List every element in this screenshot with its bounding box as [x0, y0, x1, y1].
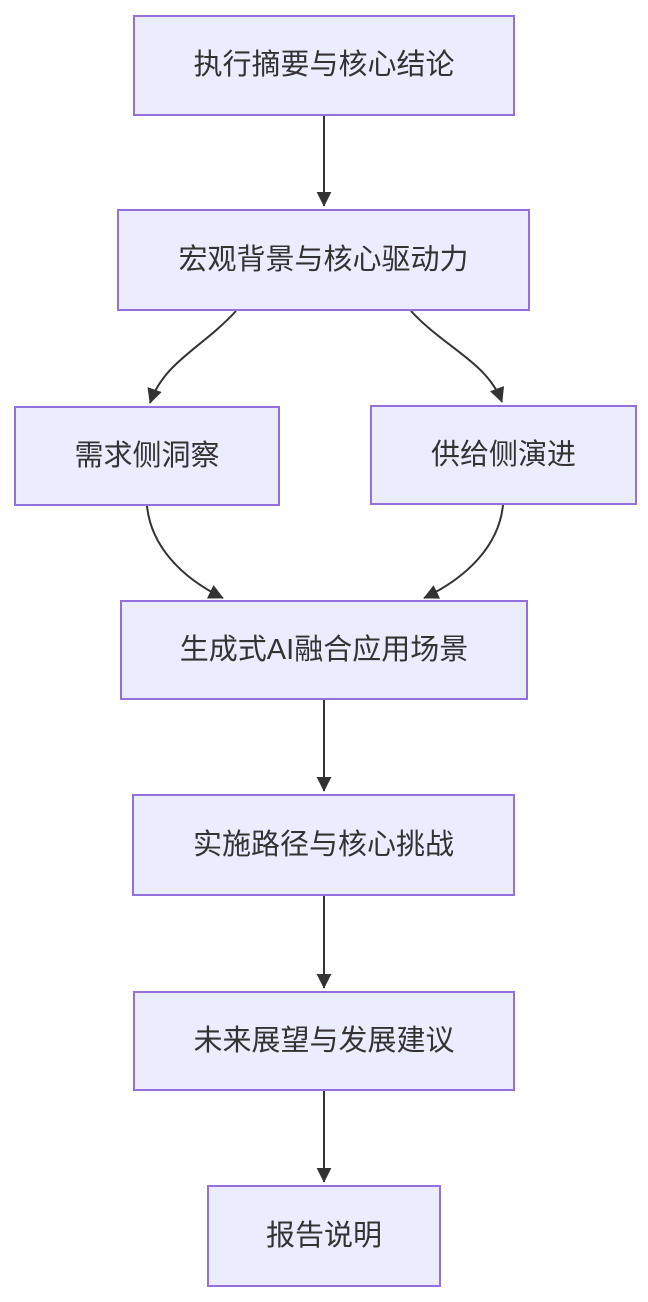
node-implementation-challenges-label: 实施路径与核心挑战 — [192, 828, 454, 861]
edge-demand-to-genai — [146, 505, 224, 599]
edge-supply-to-genai — [423, 504, 504, 599]
node-genai-scenarios: 生成式AI融合应用场景 — [120, 600, 528, 700]
node-report-notes: 报告说明 — [207, 1185, 441, 1287]
edge-macro-to-demand — [147, 310, 237, 404]
node-supply-side-label: 供给侧演进 — [430, 438, 576, 471]
node-executive-summary: 执行摘要与核心结论 — [133, 15, 515, 116]
edge-macro-to-supply — [410, 310, 505, 403]
node-implementation-challenges: 实施路径与核心挑战 — [132, 794, 515, 896]
node-future-outlook: 未来展望与发展建议 — [133, 991, 515, 1091]
node-demand-side-label: 需求侧洞察 — [74, 439, 220, 472]
node-future-outlook-label: 未来展望与发展建议 — [193, 1024, 455, 1057]
node-executive-summary-label: 执行摘要与核心结论 — [193, 49, 455, 82]
node-macro-background-label: 宏观背景与核心驱动力 — [178, 243, 469, 276]
node-report-notes-label: 报告说明 — [265, 1219, 382, 1252]
node-genai-scenarios-label: 生成式AI融合应用场景 — [179, 633, 469, 666]
node-macro-background: 宏观背景与核心驱动力 — [117, 209, 530, 311]
node-demand-side: 需求侧洞察 — [14, 406, 280, 506]
node-supply-side: 供给侧演进 — [370, 405, 637, 505]
